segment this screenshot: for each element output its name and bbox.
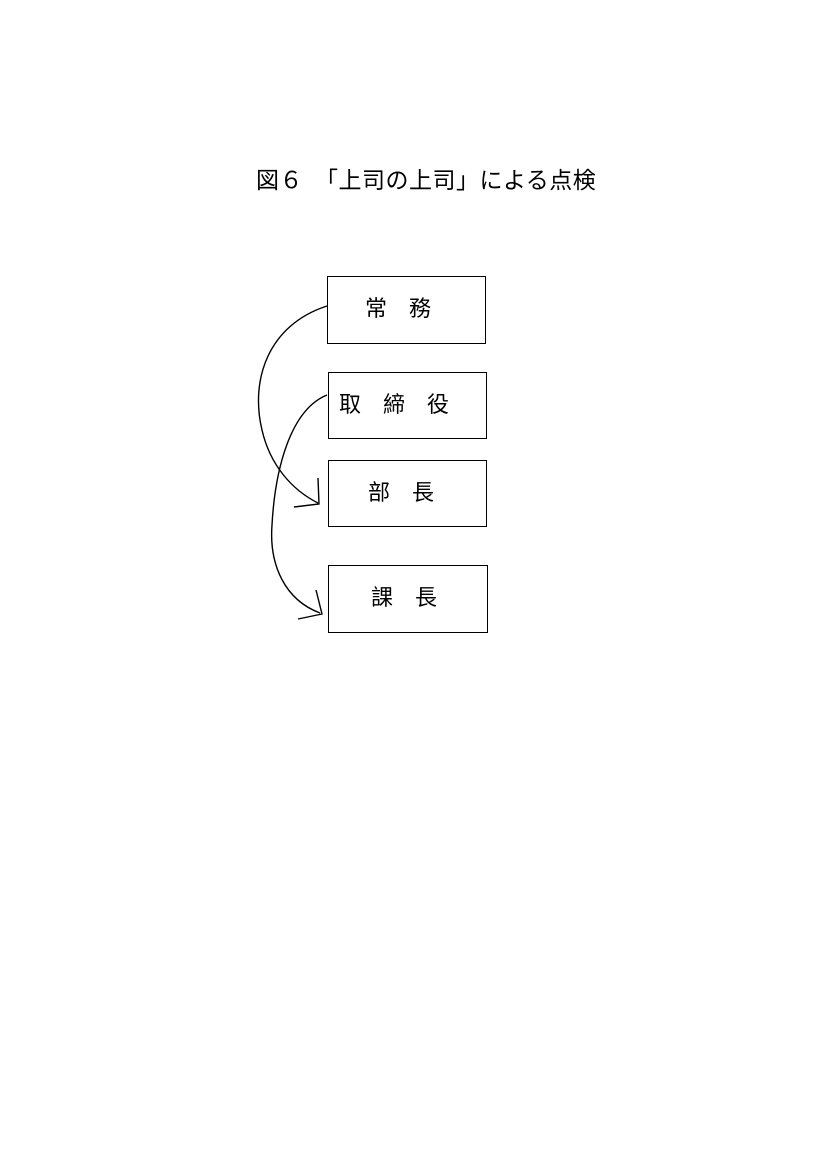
arrow-torishimariyaku-to-kachou — [270, 394, 328, 614]
box-kachou: 課 長 — [328, 565, 488, 633]
arrowhead-buchou — [293, 477, 320, 508]
box-joumu: 常 務 — [327, 276, 486, 344]
arrow-joumu-to-buchou — [257, 305, 328, 504]
box-torishimariyaku: 取 締 役 — [328, 372, 487, 439]
arrowhead-kachou — [297, 589, 323, 620]
box-label-kachou: 課 長 — [371, 586, 438, 611]
figure-title: 図６ 「上司の上司」による点検 — [256, 168, 597, 194]
box-label-torishimariyaku: 取 締 役 — [339, 392, 450, 418]
box-label-joumu: 常 務 — [365, 297, 432, 322]
box-label-buchou: 部 長 — [368, 480, 435, 506]
box-buchou: 部 長 — [328, 460, 487, 527]
